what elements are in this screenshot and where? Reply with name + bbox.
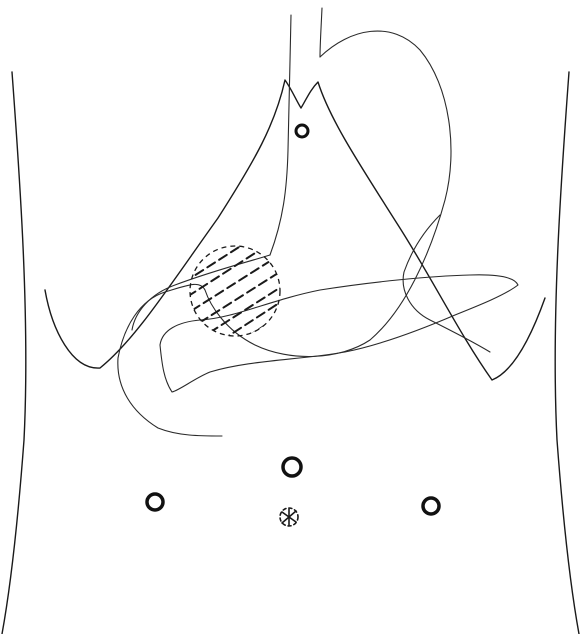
esophagus [270,15,291,255]
stomach [118,31,451,436]
shaded-region [170,236,298,354]
costal-margin [45,80,545,380]
torso-right-edge [555,72,579,634]
esophagus-right-wall [320,8,322,57]
upper-midline-port-marker [296,125,308,137]
umbilicus-marker [280,508,298,526]
stomach-inner-wall [132,255,270,330]
torso-left-edge [2,72,26,634]
pancreas [160,275,518,392]
left-port-marker [147,494,163,510]
supraumbilical-port-marker [283,458,301,476]
right-port-marker [423,498,439,514]
stomach-greater-curvature [403,215,490,352]
